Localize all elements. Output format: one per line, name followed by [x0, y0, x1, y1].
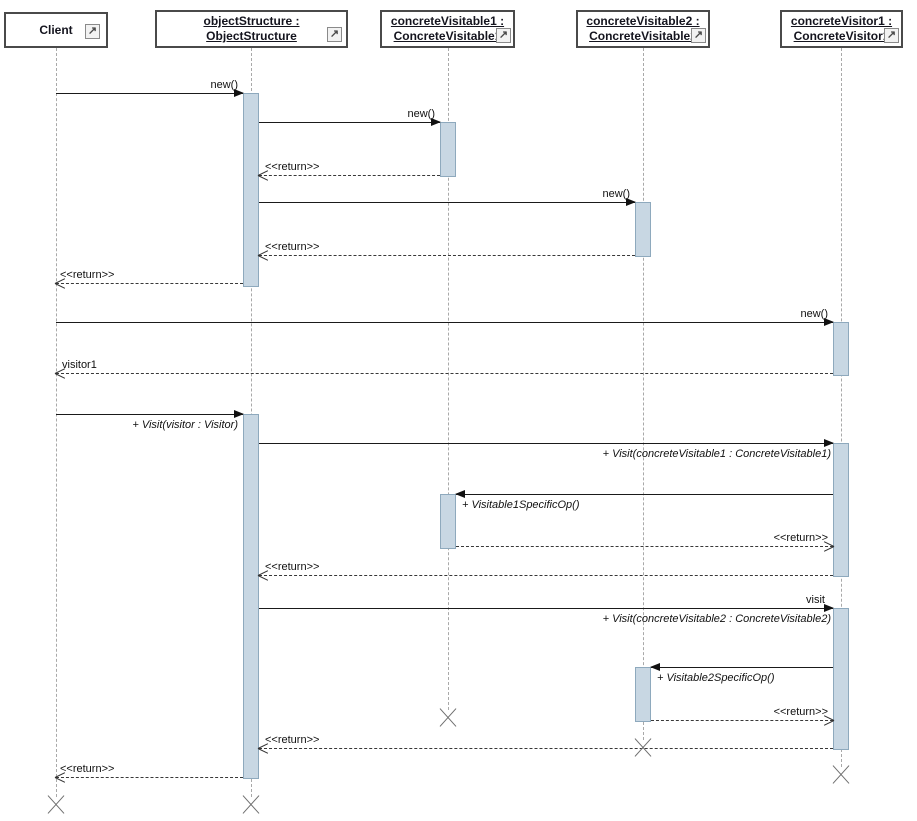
open-arrowhead-icon [823, 542, 834, 552]
message-return: <<return>> [259, 561, 833, 576]
activation-concretevisitable1-1 [440, 122, 456, 177]
destroy-x-icon-concretevisitable2 [633, 738, 653, 758]
message-visitable1specificop: + Visitable1SpecificOp() [455, 490, 833, 511]
message-label: <<return>> [60, 269, 115, 281]
destroy-x-icon-concretevisitable1 [438, 708, 458, 728]
message-label: <<return>> [773, 706, 828, 718]
lifeline-head-objectstructure[interactable]: objectStructure : ObjectStructure ↗ [155, 10, 348, 48]
open-arrowhead-icon [258, 571, 269, 581]
activation-concretevisitable1-2 [440, 494, 456, 549]
activation-objectstructure-1 [243, 93, 259, 287]
message-new-objectstructure: new() [56, 79, 244, 97]
arrowhead-icon [824, 604, 834, 612]
message-return: <<return>> [259, 161, 440, 176]
message-label: + Visit(concreteVisitable1 : ConcreteVis… [602, 448, 831, 460]
message-label: <<return>> [60, 763, 115, 775]
message-new-concretevisitable2: new() [259, 188, 636, 206]
arrowhead-icon [824, 318, 834, 326]
lifeline-name: objectStructure : [203, 14, 300, 28]
open-in-new-icon[interactable]: ↗ [884, 28, 899, 43]
open-in-new-icon[interactable]: ↗ [691, 28, 706, 43]
message-return: <<return>> [259, 241, 635, 256]
message-return: <<return>> [651, 706, 833, 721]
activation-concretevisitor1-3 [833, 608, 849, 750]
open-arrowhead-icon [55, 773, 66, 783]
destroy-x-icon-objectstructure [241, 795, 261, 815]
arrowhead-icon [650, 663, 660, 671]
message-return: <<return>> [56, 269, 243, 284]
message-return: <<return>> [56, 763, 243, 778]
arrowhead-icon [234, 410, 244, 418]
arrowhead-icon [234, 89, 244, 97]
lifeline-head-concretevisitable2[interactable]: concreteVisitable2 : ConcreteVisitable2 … [576, 10, 710, 48]
lifeline-name: concreteVisitor1 : [790, 14, 893, 28]
message-new-concretevisitable1: new() [259, 108, 441, 126]
message-label: + Visitable2SpecificOp() [657, 672, 775, 684]
activation-concretevisitor1-2 [833, 443, 849, 577]
open-in-new-icon[interactable]: ↗ [327, 27, 342, 42]
message-sublabel: + Visit(concreteVisitable2 : ConcreteVis… [602, 613, 831, 625]
lifeline-client [56, 48, 57, 797]
lifeline-head-concretevisitable1[interactable]: concreteVisitable1 : ConcreteVisitable1 … [380, 10, 515, 48]
activation-concretevisitable2-1 [635, 202, 651, 257]
message-label: visit [806, 594, 825, 606]
lifeline-concretevisitable1 [448, 48, 449, 710]
destroy-x-icon-client [46, 795, 66, 815]
lifeline-head-client[interactable]: Client ↗ [4, 12, 108, 48]
message-label: new() [602, 188, 630, 200]
message-return-visitor1: visitor1 [56, 359, 833, 374]
message-visit-objectstructure: + Visit(visitor : Visitor) [56, 410, 244, 431]
message-label: <<return>> [265, 241, 320, 253]
message-visitable2specificop: + Visitable2SpecificOp() [650, 663, 833, 684]
lifeline-concretevisitable2 [643, 48, 644, 740]
open-in-new-icon[interactable]: ↗ [496, 28, 511, 43]
open-arrowhead-icon [55, 279, 66, 289]
message-label: <<return>> [265, 561, 320, 573]
lifeline-name: concreteVisitable1 : [390, 14, 505, 28]
arrowhead-icon [431, 118, 441, 126]
message-label: new() [407, 108, 435, 120]
message-return: <<return>> [456, 532, 833, 547]
arrowhead-icon [455, 490, 465, 498]
lifeline-name: ConcreteVisitor1 [793, 29, 890, 43]
message-visit-concretevisitable1: + Visit(concreteVisitable1 : ConcreteVis… [259, 439, 834, 460]
message-label: <<return>> [265, 161, 320, 173]
open-arrowhead-icon [258, 171, 269, 181]
open-in-new-icon[interactable]: ↗ [85, 24, 100, 39]
arrowhead-icon [626, 198, 636, 206]
message-visit-concretevisitable2: visit + Visit(concreteVisitable2 : Concr… [259, 594, 834, 625]
message-label: + Visitable1SpecificOp() [462, 499, 580, 511]
open-arrowhead-icon [258, 744, 269, 754]
lifeline-concretevisitor1 [841, 48, 842, 767]
activation-objectstructure-2 [243, 414, 259, 779]
open-arrowhead-icon [823, 716, 834, 726]
message-new-concretevisitor1: new() [56, 308, 834, 326]
message-label: <<return>> [265, 734, 320, 746]
message-label: + Visit(visitor : Visitor) [132, 419, 238, 431]
activation-concretevisitor1-1 [833, 322, 849, 376]
message-label: new() [210, 79, 238, 91]
message-label: new() [800, 308, 828, 320]
message-label: visitor1 [62, 359, 97, 371]
destroy-x-icon-concretevisitor1 [831, 765, 851, 785]
arrowhead-icon [824, 439, 834, 447]
lifeline-head-concretevisitor1[interactable]: concreteVisitor1 : ConcreteVisitor1 ↗ [780, 10, 903, 48]
lifeline-name: ConcreteVisitable1 [393, 29, 502, 43]
message-return: <<return>> [259, 734, 833, 749]
activation-concretevisitable2-2 [635, 667, 651, 722]
lifeline-name: Client [39, 22, 73, 37]
lifeline-name: ConcreteVisitable2 [589, 29, 697, 43]
lifeline-name: concreteVisitable2 : [586, 14, 700, 28]
open-arrowhead-icon [258, 251, 269, 261]
open-arrowhead-icon [55, 369, 66, 379]
message-label: <<return>> [773, 532, 828, 544]
lifeline-name: ObjectStructure [206, 29, 297, 43]
